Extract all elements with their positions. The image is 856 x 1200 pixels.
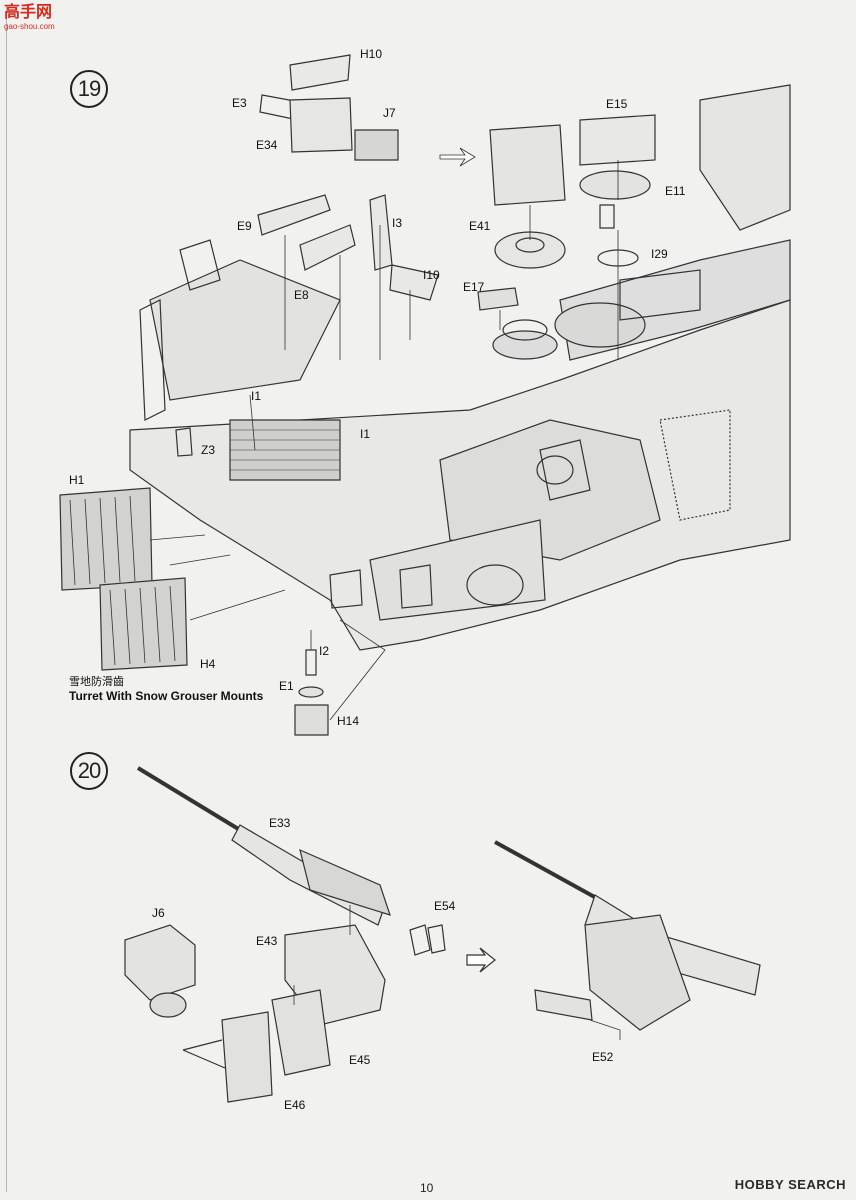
- part-label-i29: I29: [651, 247, 668, 261]
- part-label-e34: E34: [256, 138, 278, 152]
- step19-leader-lines: [149, 147, 619, 721]
- part-label-e11: E11: [665, 184, 686, 198]
- turret-body-drawing: [129, 84, 791, 651]
- step19-loose-parts: [59, 54, 656, 736]
- caption-chinese: 雪地防滑齒: [69, 675, 124, 688]
- step-number-20: 20: [70, 752, 108, 790]
- step-number-19: 19: [70, 70, 108, 108]
- step20-drawing: [124, 766, 761, 1103]
- site-logo: 高手网: [4, 2, 53, 21]
- part-label-e8: E8: [294, 288, 309, 302]
- part-label-e3: E3: [232, 96, 247, 110]
- part-label-e9: E9: [237, 219, 252, 233]
- site-logo-subtitle: gao-shou.com: [4, 22, 55, 31]
- part-label-j6: J6: [152, 906, 165, 920]
- part-label-e1: E1: [279, 679, 294, 693]
- part-label-z3: Z3: [201, 443, 216, 457]
- part-label-e41: E41: [469, 219, 491, 233]
- part-label-e52: E52: [592, 1050, 614, 1064]
- page-number: 10: [420, 1181, 434, 1195]
- part-label-e33: E33: [269, 816, 291, 830]
- part-label-e45: E45: [349, 1053, 371, 1067]
- part-label-i10: I10: [423, 268, 440, 282]
- part-label-h14: H14: [337, 714, 360, 728]
- part-label-i1-lower: I1: [360, 427, 371, 441]
- part-label-e46: E46: [284, 1098, 306, 1112]
- part-label-h1: H1: [69, 473, 85, 487]
- caption-english: Turret With Snow Grouser Mounts: [69, 689, 264, 703]
- page-border: [6, 6, 849, 1192]
- part-label-e43: E43: [256, 934, 278, 948]
- part-label-i3: I3: [392, 216, 403, 230]
- part-label-e15: E15: [606, 97, 628, 111]
- part-label-e54: E54: [434, 899, 456, 913]
- part-label-h10: H10: [360, 47, 383, 61]
- hobby-search-watermark: HOBBY SEARCH: [734, 1177, 846, 1192]
- part-label-h4: H4: [200, 657, 216, 671]
- part-label-i1-upper: I1: [251, 389, 262, 403]
- part-label-e17: E17: [463, 280, 485, 294]
- part-label-j7: J7: [383, 106, 396, 120]
- part-label-i2: I2: [319, 644, 330, 658]
